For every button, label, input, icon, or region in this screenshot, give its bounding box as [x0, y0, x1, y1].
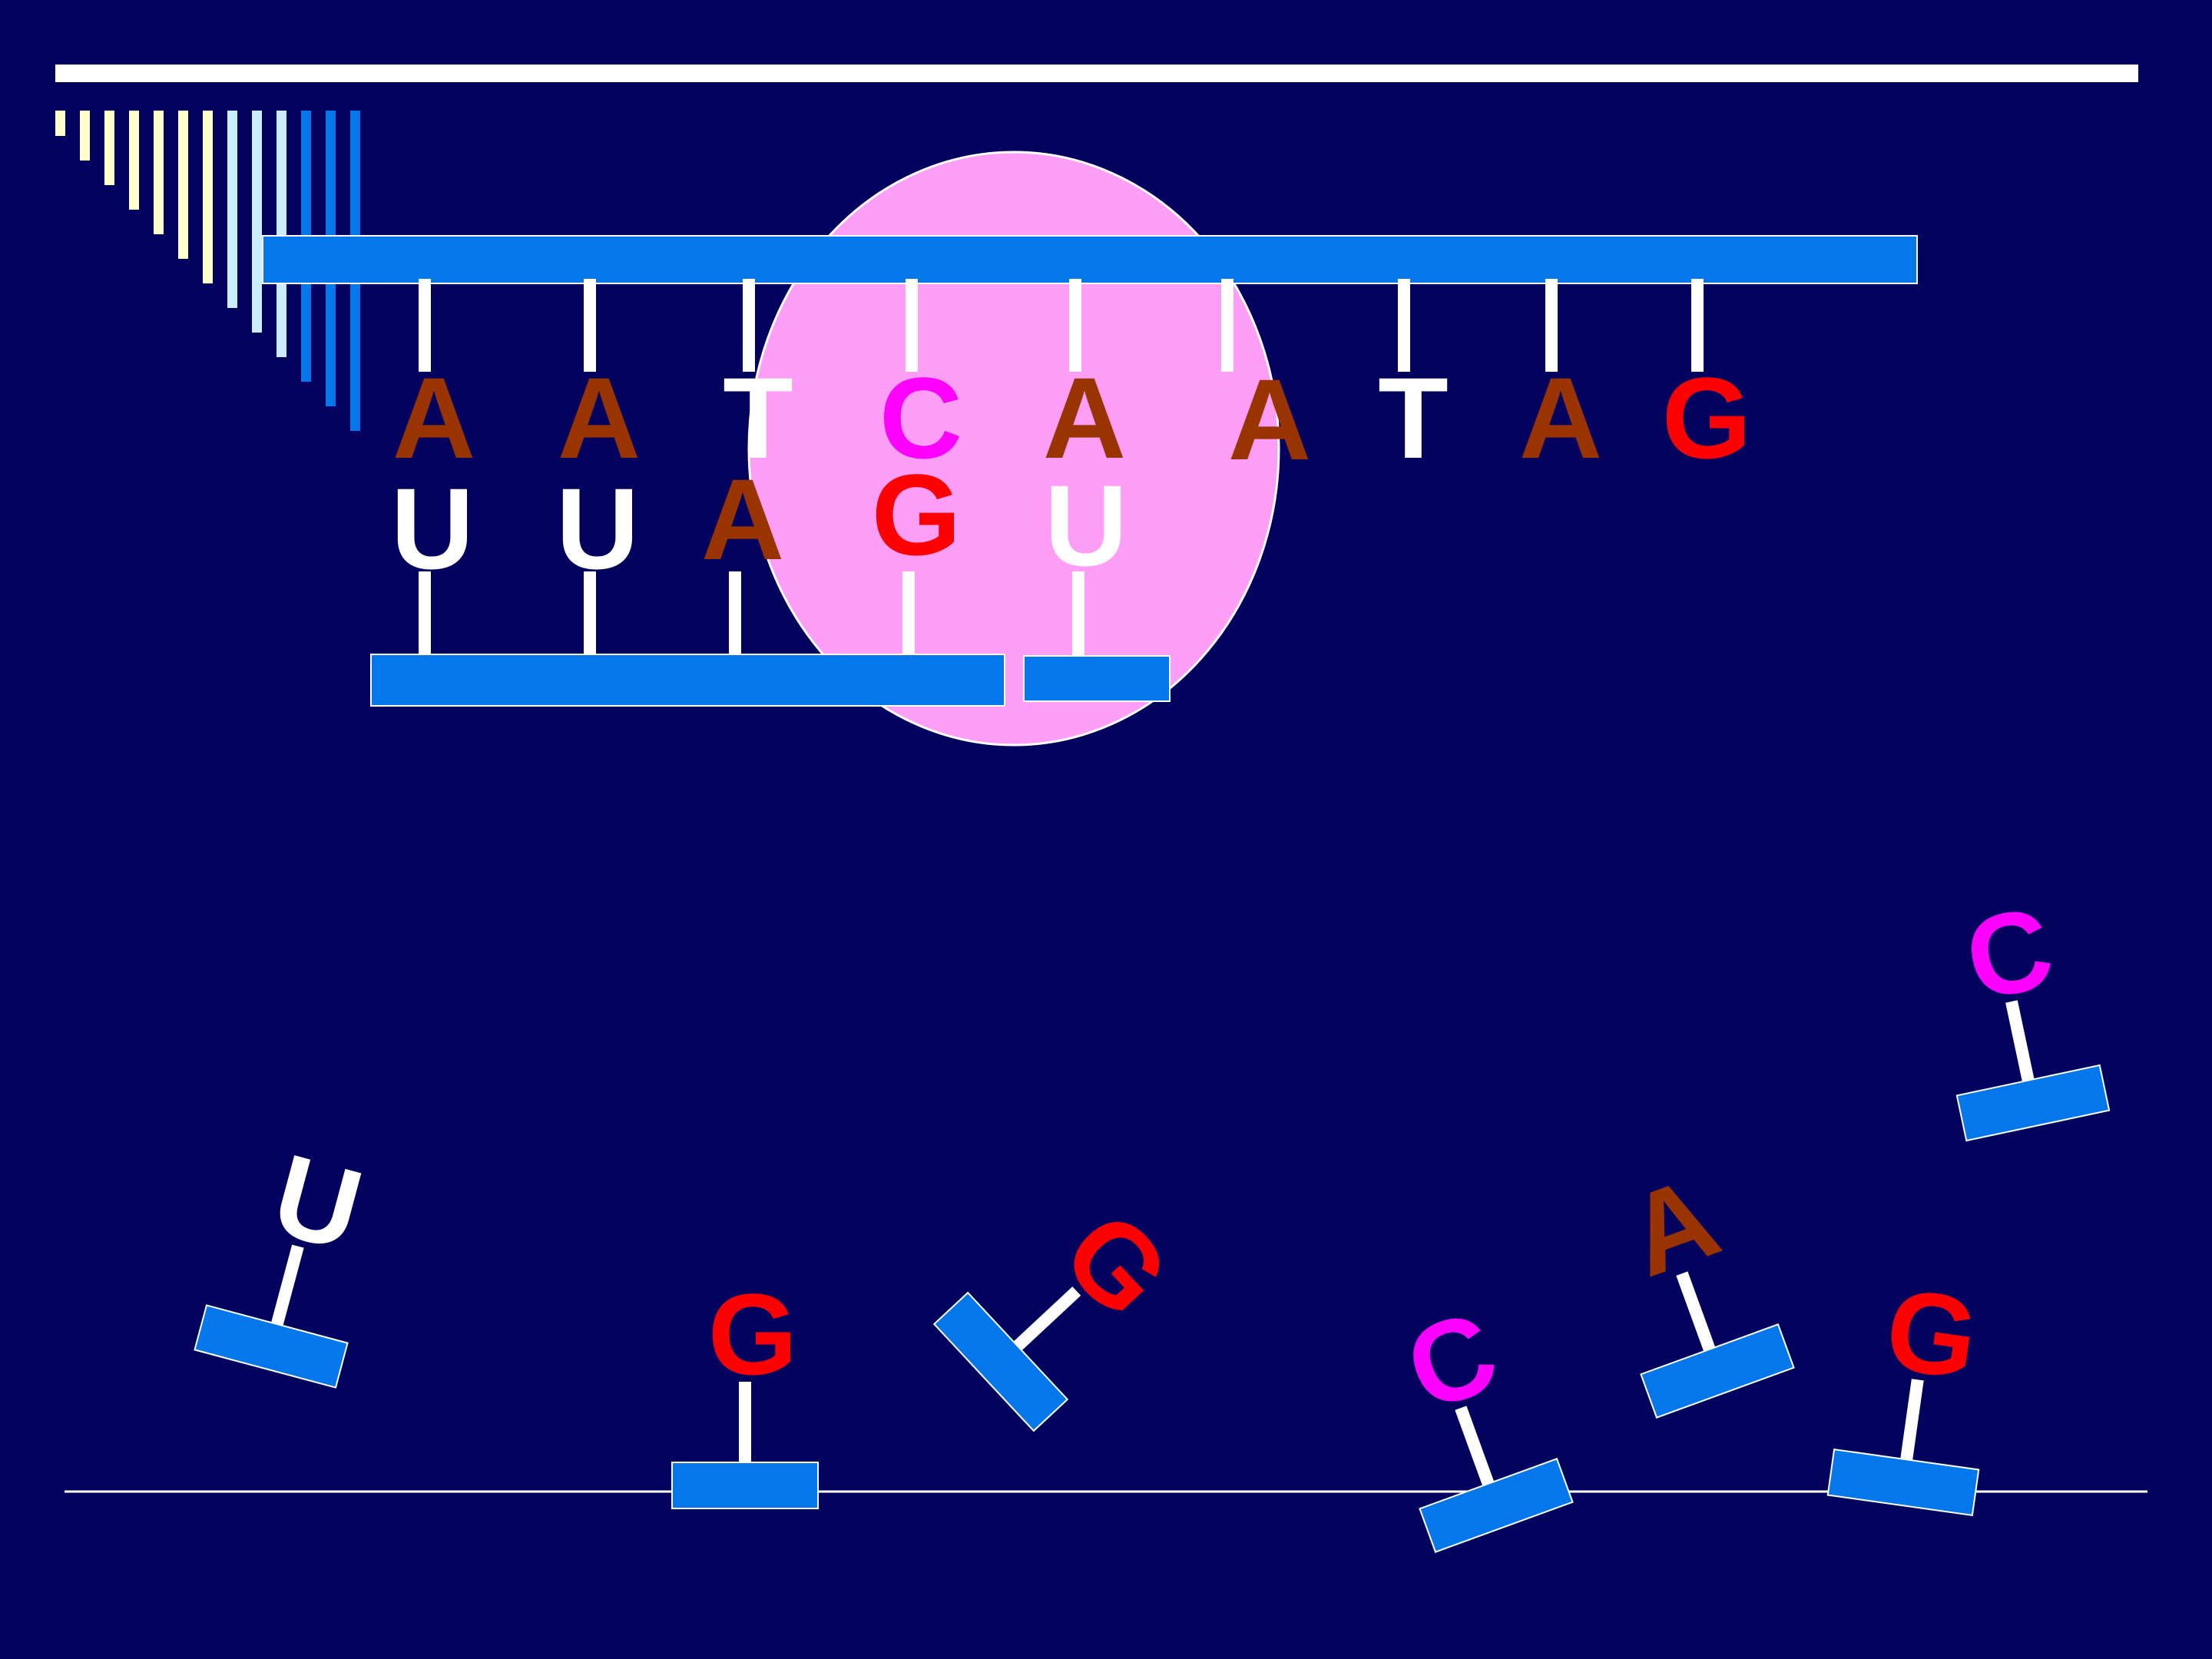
nucleotide-letter: C [1955, 882, 2063, 1025]
rna-base-letter: G [872, 450, 962, 579]
free-nucleotide: C [1390, 1286, 1574, 1553]
comb-tooth [178, 111, 188, 259]
dna-base-letter: A [1519, 353, 1602, 482]
free-nucleotide: G [671, 1270, 819, 1509]
nucleotide-letter: C [1390, 1286, 1512, 1435]
rna-base-letter: U [391, 464, 474, 593]
nucleotide-sugar [1826, 1448, 1980, 1517]
nucleotide-stick [1455, 1406, 1495, 1490]
comb-tooth [55, 111, 65, 136]
dna-base-stick [1221, 279, 1233, 372]
rna-backbone [370, 654, 1005, 707]
dna-backbone [262, 235, 1918, 284]
dna-base-stick [1069, 279, 1081, 372]
rna-base-stick [584, 571, 596, 656]
rna-base-stick [902, 571, 915, 656]
rna-base-stick [419, 571, 431, 656]
rna-base-stick [729, 571, 741, 656]
dna-base-letter: T [1378, 353, 1449, 482]
nucleotide-sugar [1640, 1323, 1795, 1419]
rna-incoming-sugar [1023, 655, 1171, 702]
dna-base-letter: C [879, 353, 962, 482]
comb-tooth [129, 111, 139, 210]
rna-base-letter: U [556, 464, 639, 593]
nucleotide-sugar [1955, 1064, 2111, 1142]
rna-base-stick [1072, 571, 1084, 656]
dna-base-letter: A [1043, 353, 1126, 482]
dna-base-stick [1545, 279, 1558, 372]
dna-base-stick [906, 279, 918, 372]
rna-base-letter: U [1045, 461, 1128, 590]
free-nucleotide: U [194, 1129, 375, 1389]
nucleotide-letter: A [1611, 1151, 1734, 1301]
nucleotide-stick [739, 1382, 751, 1466]
nucleotide-sugar [194, 1304, 349, 1389]
ribosome [747, 151, 1280, 747]
dna-base-stick [743, 279, 755, 372]
dna-base-stick [419, 279, 431, 372]
nucleotide-sugar [671, 1462, 819, 1509]
comb-tooth [154, 111, 164, 234]
dna-base-letter: A [1228, 355, 1311, 484]
nucleotide-stick [1899, 1379, 1924, 1465]
nucleotide-sugar [932, 1291, 1069, 1432]
dna-base-stick [1691, 279, 1704, 372]
nucleotide-stick [1676, 1271, 1717, 1356]
title-rule [55, 65, 2138, 82]
nucleotide-letter: G [708, 1270, 798, 1399]
nucleotide-stick [2005, 1000, 2035, 1086]
dna-base-letter: T [723, 353, 793, 482]
comb-tooth [252, 111, 262, 333]
dna-base-stick [1398, 279, 1410, 372]
free-nucleotide: G [932, 1187, 1194, 1432]
nucleotide-stick [270, 1244, 304, 1330]
comb-tooth [80, 111, 90, 161]
nucleotide-letter: G [1879, 1263, 1985, 1404]
comb-tooth [276, 111, 286, 357]
comb-tooth [104, 111, 114, 185]
free-nucleotide: G [1826, 1263, 1985, 1517]
free-nucleotide: A [1611, 1151, 1795, 1419]
free-nucleotide: C [1955, 882, 2111, 1142]
nucleotide-sugar [1419, 1458, 1574, 1553]
nucleotide-letter: G [1039, 1187, 1194, 1341]
dna-base-letter: A [392, 353, 475, 482]
dna-base-letter: A [558, 353, 641, 482]
nucleotide-stick [1010, 1286, 1081, 1353]
dna-base-stick [584, 279, 596, 372]
comb-tooth [227, 111, 237, 308]
dna-base-letter: G [1662, 353, 1752, 482]
rna-base-letter: A [701, 455, 784, 584]
nucleotide-letter: U [261, 1129, 375, 1275]
comb-tooth [203, 111, 213, 283]
